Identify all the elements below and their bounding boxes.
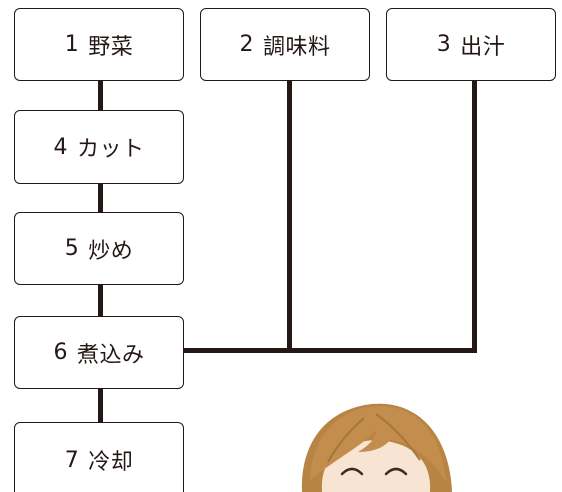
connector-1-4 [98,80,103,110]
step-box-vegetables: 1 野菜 [14,8,184,81]
eye-left [340,467,364,476]
step-box-simmer: 6 煮込み [14,316,184,389]
smiling-woman-illustration [301,403,452,492]
face [321,440,431,492]
eye-right [384,467,408,476]
connector-4-5 [98,184,103,212]
connector-3-down [472,80,477,353]
step-box-stir-fry: 5 炒め [14,212,184,285]
step-box-cut: 4 カット [14,110,184,184]
hair-strand [375,413,421,461]
step-number: 7 [64,447,80,473]
step-label: 冷却 [88,450,134,475]
connector-5-6 [98,284,103,316]
step-box-cool: 7 冷却 [14,422,184,492]
connector-6-7 [98,388,103,422]
connector-2-down [287,80,292,353]
step-number: 4 [53,134,68,160]
step-label: 調味料 [262,34,331,60]
step-label: 煮込み [76,342,145,368]
step-number: 1 [64,32,80,57]
step-number: 6 [53,340,68,365]
hair-strand [327,417,365,463]
step-number: 3 [436,32,452,57]
connector-merge-horizontal [183,348,477,353]
step-box-seasoning: 2 調味料 [200,8,370,81]
step-label: 出汁 [460,34,506,60]
step-label: カット [76,137,145,162]
step-number: 5 [64,236,80,261]
step-label: 野菜 [88,34,134,60]
hair-bangs [310,406,446,482]
step-label: 炒め [88,238,134,264]
step-box-broth: 3 出汁 [386,8,556,81]
step-number: 2 [239,32,254,57]
